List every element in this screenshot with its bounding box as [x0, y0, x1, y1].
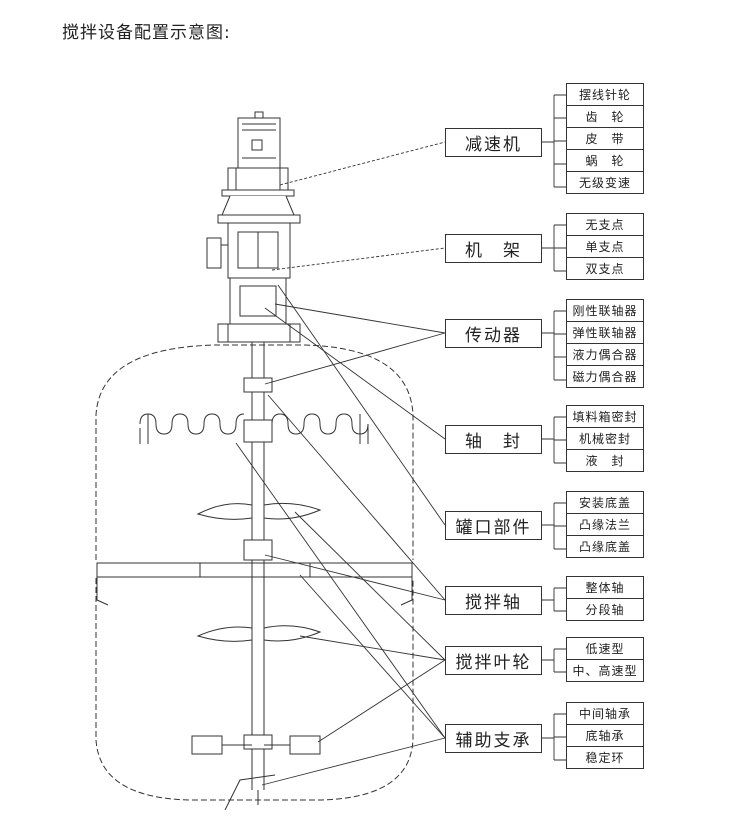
leader-coupling-1 — [274, 303, 446, 334]
category-shaft: 搅拌轴 — [445, 586, 542, 615]
option-item: 皮 带 — [566, 127, 644, 150]
category-seal: 轴 封 — [445, 425, 542, 454]
option-item: 刚性联轴器 — [566, 299, 644, 322]
option-item: 双支点 — [566, 257, 644, 280]
diagram-title: 搅拌设备配置示意图: — [62, 23, 231, 43]
options-support: 中间轴承 底轴承 稳定环 — [566, 702, 644, 769]
bracket-frame — [542, 224, 566, 272]
leader-seal — [264, 307, 446, 440]
options-frame: 无支点 单支点 双支点 — [566, 213, 644, 280]
leader-nozzle — [277, 284, 446, 526]
impeller-bottom-left — [191, 735, 223, 755]
category-frame: 机 架 — [445, 234, 542, 263]
option-item: 中、高速型 — [566, 659, 644, 682]
option-item: 蜗 轮 — [566, 149, 644, 172]
option-item: 安装底盖 — [566, 491, 644, 514]
leader-support-1 — [299, 574, 446, 739]
category-impeller: 搅拌叶轮 — [445, 646, 542, 675]
leader-support-3 — [261, 737, 446, 786]
option-item: 无级变速 — [566, 171, 644, 194]
leader-frame — [271, 247, 446, 271]
option-item: 液 封 — [566, 449, 644, 472]
options-coupling: 刚性联轴器 弹性联轴器 液力偶合器 磁力偶合器 — [566, 299, 644, 388]
options-reducer: 摆线针轮 齿 轮 皮 带 蜗 轮 无级变速 — [566, 83, 644, 194]
category-nozzle: 罐口部件 — [445, 511, 542, 540]
leader-shaft-1 — [267, 394, 446, 601]
vessel-outline — [95, 344, 414, 560]
impeller-upper — [196, 503, 253, 520]
option-item: 凸缘法兰 — [566, 513, 644, 536]
category-coupling: 传动器 — [445, 319, 542, 348]
reducer-body — [227, 167, 289, 191]
option-item: 填料箱密封 — [566, 405, 644, 428]
bracket-shaft — [542, 587, 566, 612]
bracket-nozzle — [542, 502, 566, 550]
leader-impeller-3 — [317, 659, 446, 743]
option-item: 磁力偶合器 — [566, 365, 644, 388]
option-item: 单支点 — [566, 235, 644, 258]
options-nozzle: 安装底盖 凸缘法兰 凸缘底盖 — [566, 491, 644, 558]
options-seal: 填料箱密封 机械密封 液 封 — [566, 405, 644, 472]
category-reducer: 减速机 — [445, 128, 542, 157]
vessel-lower-outline — [95, 578, 414, 801]
option-item: 稳定环 — [566, 746, 644, 769]
impeller-bottom-right — [289, 735, 321, 755]
leader-support-2 — [235, 442, 446, 739]
bracket-coupling — [542, 310, 566, 381]
flange-plate — [96, 562, 413, 578]
seal-flange — [217, 323, 301, 343]
option-item: 机械密封 — [566, 427, 644, 450]
bracket-reducer — [542, 94, 566, 188]
option-item: 中间轴承 — [566, 702, 644, 725]
frame — [221, 195, 295, 216]
coil-right — [271, 413, 369, 435]
leader-impeller-1 — [294, 511, 446, 661]
option-item: 摆线针轮 — [566, 83, 644, 106]
option-item: 分段轴 — [566, 598, 644, 621]
option-item: 底轴承 — [566, 724, 644, 747]
bottom-support — [224, 774, 276, 811]
category-support: 辅助支承 — [445, 724, 542, 753]
option-item: 弹性联轴器 — [566, 321, 644, 344]
option-item: 凸缘底盖 — [566, 535, 644, 558]
option-item: 低速型 — [566, 637, 644, 660]
bracket-support — [542, 713, 566, 761]
bracket-impeller — [542, 648, 566, 673]
option-item: 液力偶合器 — [566, 343, 644, 366]
leader-impeller-2 — [299, 635, 446, 661]
options-impeller: 低速型 中、高速型 — [566, 637, 644, 682]
option-item: 无支点 — [566, 213, 644, 236]
coil-left — [139, 413, 245, 435]
option-item: 整体轴 — [566, 576, 644, 599]
option-item: 齿 轮 — [566, 105, 644, 128]
impeller-middle — [196, 626, 253, 642]
leader-reducer — [279, 141, 446, 186]
leader-shaft-2 — [264, 554, 446, 601]
leader-coupling-2 — [264, 332, 446, 385]
options-shaft: 整体轴 分段轴 — [566, 576, 644, 621]
bracket-seal — [542, 416, 566, 464]
